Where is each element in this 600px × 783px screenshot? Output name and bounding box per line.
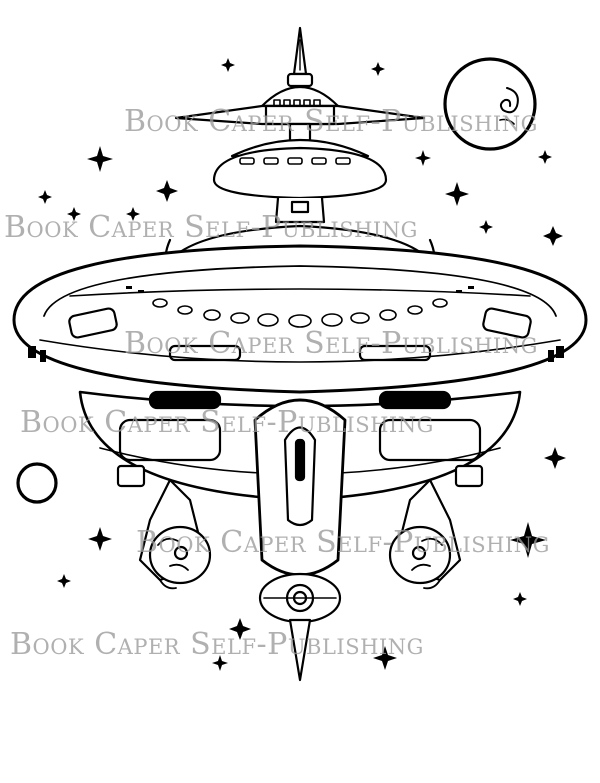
ship-main-saucer [12, 244, 588, 394]
landing-claw-left [138, 478, 212, 590]
ship-spire [174, 26, 426, 148]
moon-icon [16, 462, 58, 504]
ship-mid-saucer [212, 138, 388, 224]
landing-claw-right [388, 478, 462, 590]
planet-icon [443, 57, 537, 151]
sparkle-stars [38, 58, 566, 671]
center-thruster-pod [253, 398, 347, 682]
